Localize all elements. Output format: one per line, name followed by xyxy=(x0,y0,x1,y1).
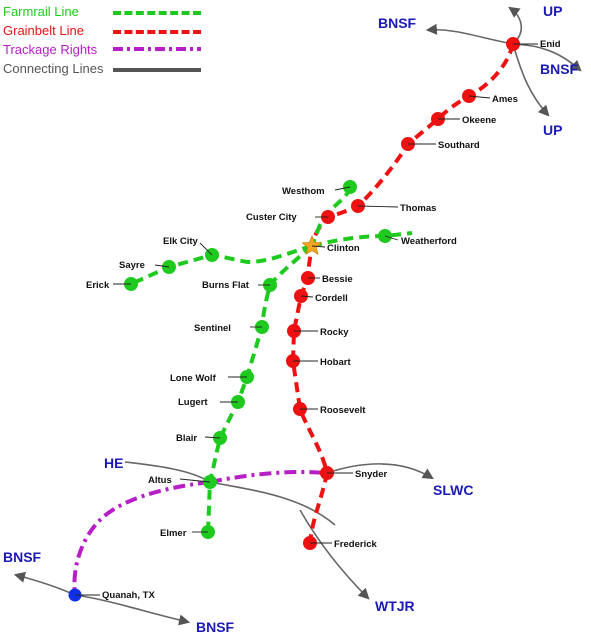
label-ames: Ames xyxy=(492,94,518,105)
label-sayre: Sayre xyxy=(119,260,145,271)
legend-trackage-swatch xyxy=(113,47,201,51)
label-altus: Altus xyxy=(148,475,172,486)
label-okeene: Okeene xyxy=(462,115,496,126)
connector-quanah-bnsf-south xyxy=(74,594,191,626)
label-lugert: Lugert xyxy=(178,397,208,408)
label-hobart: Hobart xyxy=(320,357,351,368)
railroad-bnsf-quanah-west: BNSF xyxy=(3,549,42,565)
legend-farmrail-label: Farmrail Line xyxy=(3,4,79,19)
legend-grainbelt-swatch xyxy=(113,30,201,34)
label-thomas: Thomas xyxy=(400,203,436,214)
trackage-rights xyxy=(72,470,328,596)
farmrail-south xyxy=(206,244,314,533)
railroad-labels: BNSF UP BNSF UP HE SLWC WTJR BNSF BNSF xyxy=(3,3,579,635)
connector-altus-east xyxy=(209,481,336,526)
label-enid: Enid xyxy=(540,39,561,50)
connecting-lines xyxy=(13,6,582,626)
railroad-slwc: SLWC xyxy=(433,482,473,498)
label-sentinel: Sentinel xyxy=(194,323,231,334)
connector-wtjr xyxy=(299,509,370,600)
label-blair: Blair xyxy=(176,433,197,444)
railroad-bnsf-enid-east: BNSF xyxy=(540,61,579,77)
label-erick: Erick xyxy=(86,280,110,291)
legend-grainbelt-label: Grainbelt Line xyxy=(3,23,84,38)
legend-farmrail-swatch xyxy=(113,11,201,15)
clinton-star-icon xyxy=(301,234,323,255)
railroad-up-enid-north: UP xyxy=(543,3,562,19)
label-burns-flat: Burns Flat xyxy=(202,280,250,291)
label-elk-city: Elk City xyxy=(163,236,199,247)
label-lone-wolf: Lone Wolf xyxy=(170,373,217,384)
legend-connecting-swatch xyxy=(113,68,201,72)
connector-enid-up-south xyxy=(512,43,550,117)
railroad-up-enid-south: UP xyxy=(543,122,562,138)
label-roosevelt: Roosevelt xyxy=(320,405,366,416)
label-rocky: Rocky xyxy=(320,327,349,338)
label-cordell: Cordell xyxy=(315,293,348,304)
railroad-bnsf-enid-west: BNSF xyxy=(378,15,417,31)
label-clinton: Clinton xyxy=(327,243,360,254)
connector-he xyxy=(124,461,211,483)
label-snyder: Snyder xyxy=(355,469,388,480)
legend-connecting-label: Connecting Lines xyxy=(3,61,104,76)
connector-quanah-bnsf-west xyxy=(13,571,76,596)
label-custer-city: Custer City xyxy=(246,212,297,223)
railroad-bnsf-quanah-south: BNSF xyxy=(196,619,235,635)
town-labels: Enid Ames Okeene Southard Thomas Westhom… xyxy=(86,39,561,601)
label-bessie: Bessie xyxy=(322,274,353,285)
connector-snyder-slwc xyxy=(326,463,434,480)
trackage-altus-quanah xyxy=(72,480,211,596)
legend-trackage-label: Trackage Rights xyxy=(3,42,98,57)
connector-enid-bnsf-west xyxy=(425,23,514,45)
label-elmer: Elmer xyxy=(160,528,187,539)
railroad-he: HE xyxy=(104,455,123,471)
leader-lines xyxy=(75,43,538,596)
label-quanah: Quanah, TX xyxy=(102,590,155,601)
label-southard: Southard xyxy=(438,140,480,151)
label-westhom: Westhom xyxy=(282,186,325,197)
trackage-altus-snyder xyxy=(209,470,328,484)
connector-enid-bnsf-east xyxy=(512,43,582,72)
label-frederick: Frederick xyxy=(334,539,377,550)
railroad-wtjr: WTJR xyxy=(375,598,415,614)
stations xyxy=(68,37,520,602)
label-weatherford: Weatherford xyxy=(401,236,457,247)
